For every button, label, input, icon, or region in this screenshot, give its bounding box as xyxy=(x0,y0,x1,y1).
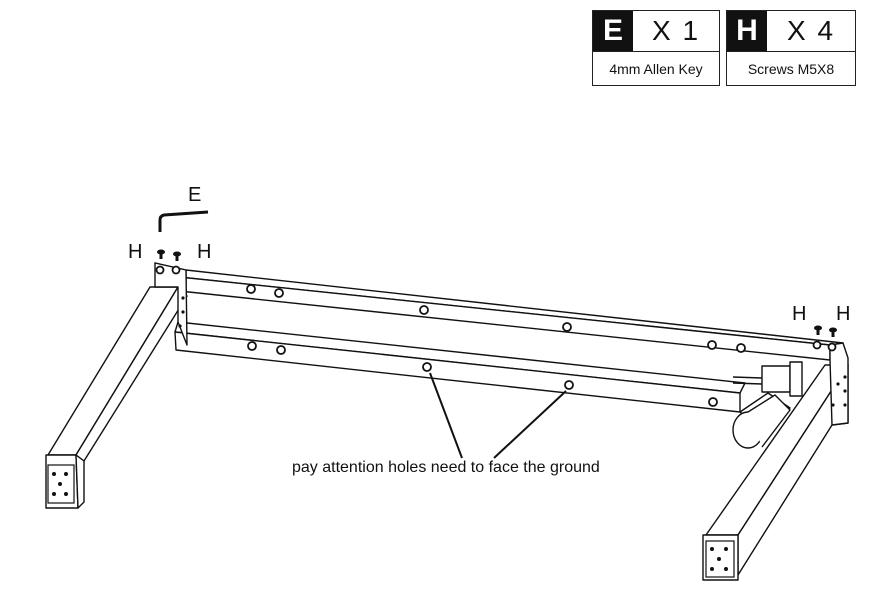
screw-label-right-2: H xyxy=(836,303,850,325)
screw-icon xyxy=(829,327,837,337)
screw-icon xyxy=(173,251,181,261)
part-letter: H xyxy=(727,11,767,51)
motor xyxy=(732,361,803,449)
screw-label-left-2: H xyxy=(197,241,211,263)
screw-label-left-1: H xyxy=(128,241,142,263)
side-holes xyxy=(178,296,847,407)
parts-list: E X 1 4mm Allen Key H X 4 Screws M5X8 xyxy=(592,10,856,86)
screw-icon xyxy=(157,249,165,259)
allen-key-label: E xyxy=(188,184,201,206)
part-name: Screws M5X8 xyxy=(747,60,835,77)
part-letter: E xyxy=(593,11,633,51)
left-foot-plate xyxy=(47,464,75,504)
part-quantity: X 1 xyxy=(651,15,701,46)
allen-key-icon xyxy=(158,210,209,232)
note-pointer-lines xyxy=(429,372,567,459)
part-name: 4mm Allen Key xyxy=(609,60,703,77)
part-quantity: X 4 xyxy=(786,15,836,46)
left-leg xyxy=(45,262,188,509)
right-foot-plate xyxy=(705,540,735,578)
mounting-holes xyxy=(155,265,837,407)
screw-icons xyxy=(157,249,837,337)
part-header: H X 4 xyxy=(727,11,855,52)
bottom-crossbar xyxy=(174,321,746,413)
part-header: E X 1 xyxy=(593,11,719,52)
screw-label-right-1: H xyxy=(792,303,806,325)
screw-icon xyxy=(814,325,822,335)
note-text: pay attention holes need to face the gro… xyxy=(292,459,600,476)
part-card-screws: H X 4 Screws M5X8 xyxy=(726,10,856,86)
part-card-allen-key: E X 1 4mm Allen Key xyxy=(592,10,720,86)
